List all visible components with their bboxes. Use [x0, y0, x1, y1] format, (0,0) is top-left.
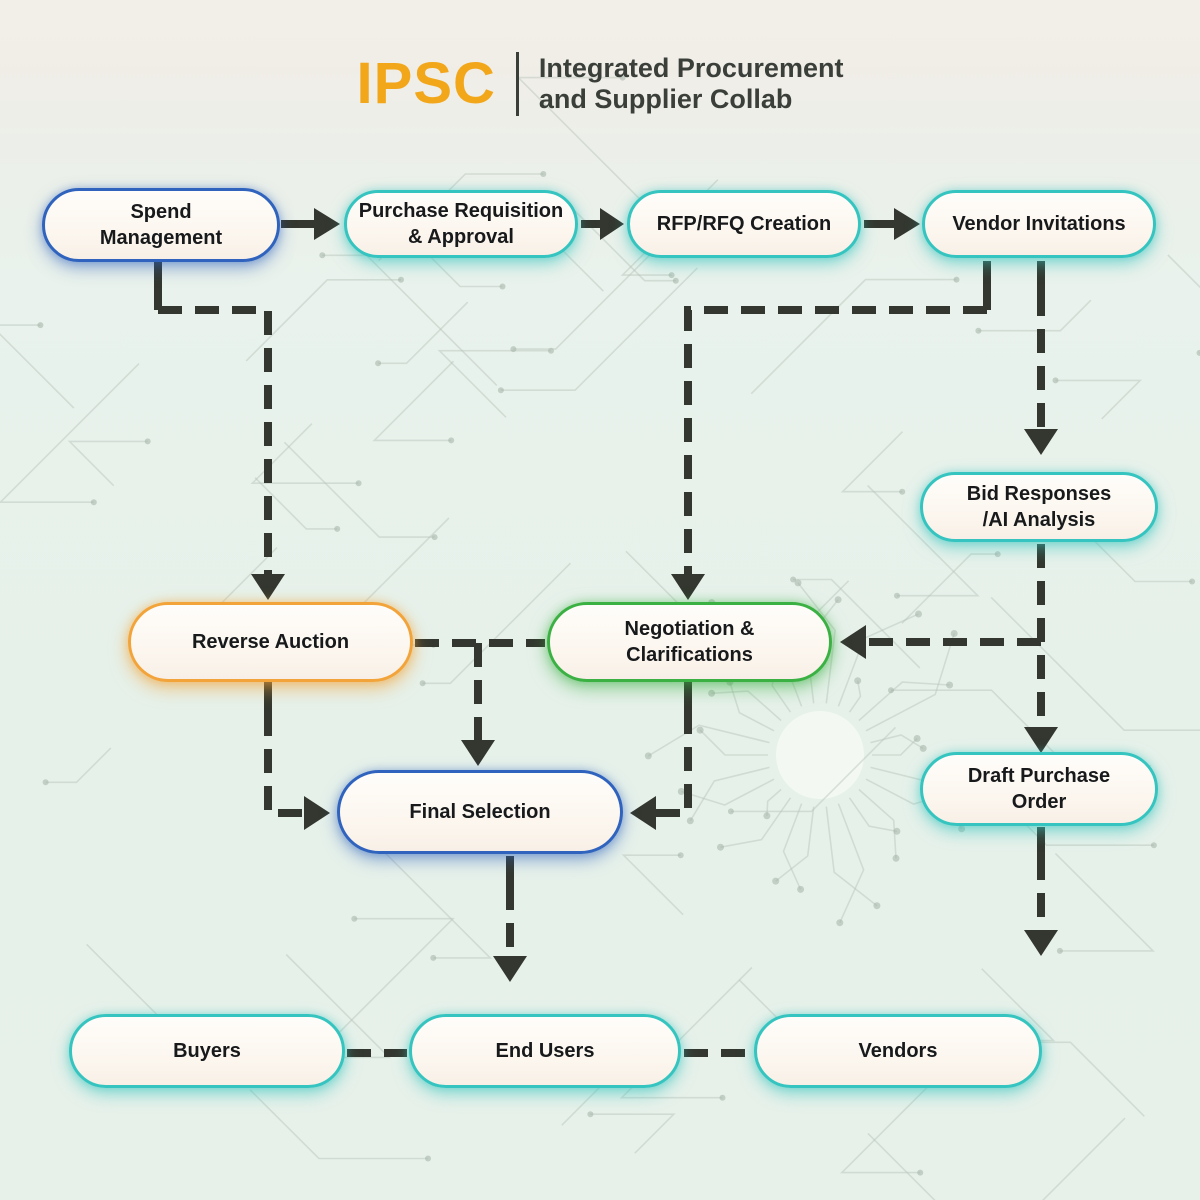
header-title-line2: and Supplier Collab [538, 84, 793, 114]
arrowhead-right-icon [600, 208, 624, 240]
arrowhead-right-icon [894, 208, 920, 240]
arrowhead-down-icon [1024, 930, 1058, 956]
node-label: & Approval [408, 226, 514, 248]
connector-vendor-to-negotiation [684, 306, 987, 576]
arrowhead-right-icon [304, 796, 330, 830]
header-title-line1: Integrated Procurement [538, 52, 844, 83]
node-label: End Users [495, 1040, 595, 1062]
node-label: RFP/RFQ Creation [656, 213, 832, 235]
node-reverse-auction: Reverse Auction [128, 602, 413, 682]
node-label: Draft Purchase [967, 765, 1111, 787]
node-label: Management [99, 227, 223, 249]
header-title: Integrated Procurement and Supplier Coll… [539, 53, 844, 116]
node-negotiation-clarifications: Negotiation & Clarifications [547, 602, 832, 682]
arrowhead-left-icon [630, 796, 656, 830]
node-bid-responses-ai-analysis: Bid Responses /AI Analysis [920, 472, 1158, 542]
connector-spend-to-reverse [158, 306, 272, 576]
arrowhead-right-icon [314, 208, 340, 240]
node-label: /AI Analysis [982, 509, 1096, 531]
connector-reverse-to-final [264, 712, 304, 817]
arrowhead-down-icon [251, 574, 285, 600]
node-label: Buyers [173, 1040, 241, 1062]
node-label: Clarifications [626, 644, 753, 666]
logo-ipsc: IPSC [356, 51, 496, 116]
node-vendors: Vendors [754, 1014, 1042, 1088]
header-divider [515, 52, 519, 116]
node-draft-purchase-order: Draft Purchase Order [920, 752, 1158, 826]
arrowhead-down-icon [1024, 727, 1058, 753]
node-label: Purchase Requisition [358, 200, 564, 222]
arrowhead-down-icon [671, 574, 705, 600]
node-label: Vendors [858, 1040, 938, 1062]
node-buyers: Buyers [69, 1014, 345, 1088]
node-label: Vendor Invitations [952, 213, 1126, 235]
connector-negotiation-to-final [656, 710, 692, 817]
arrowhead-down-icon [461, 740, 495, 766]
node-vendor-invitations: Vendor Invitations [922, 190, 1156, 258]
node-label: Order [1011, 791, 1067, 813]
header: IPSC Integrated Procurement and Supplier… [0, 52, 1200, 116]
node-label: Final Selection [409, 801, 551, 823]
arrowhead-left-icon [840, 625, 866, 659]
node-end-users: End Users [409, 1014, 681, 1088]
node-label: Spend [130, 201, 192, 223]
node-rfp-rfq-creation: RFP/RFQ Creation [627, 190, 861, 258]
arrowhead-down-icon [493, 956, 527, 982]
node-label: Negotiation & [624, 618, 755, 640]
node-label: Reverse Auction [191, 631, 350, 653]
arrowhead-down-icon [1024, 429, 1058, 455]
node-purchase-requisition: Purchase Requisition & Approval [344, 190, 578, 258]
node-spend-management: Spend Management [42, 188, 280, 262]
node-final-selection: Final Selection [337, 770, 623, 854]
node-label: Bid Responses [966, 483, 1112, 505]
